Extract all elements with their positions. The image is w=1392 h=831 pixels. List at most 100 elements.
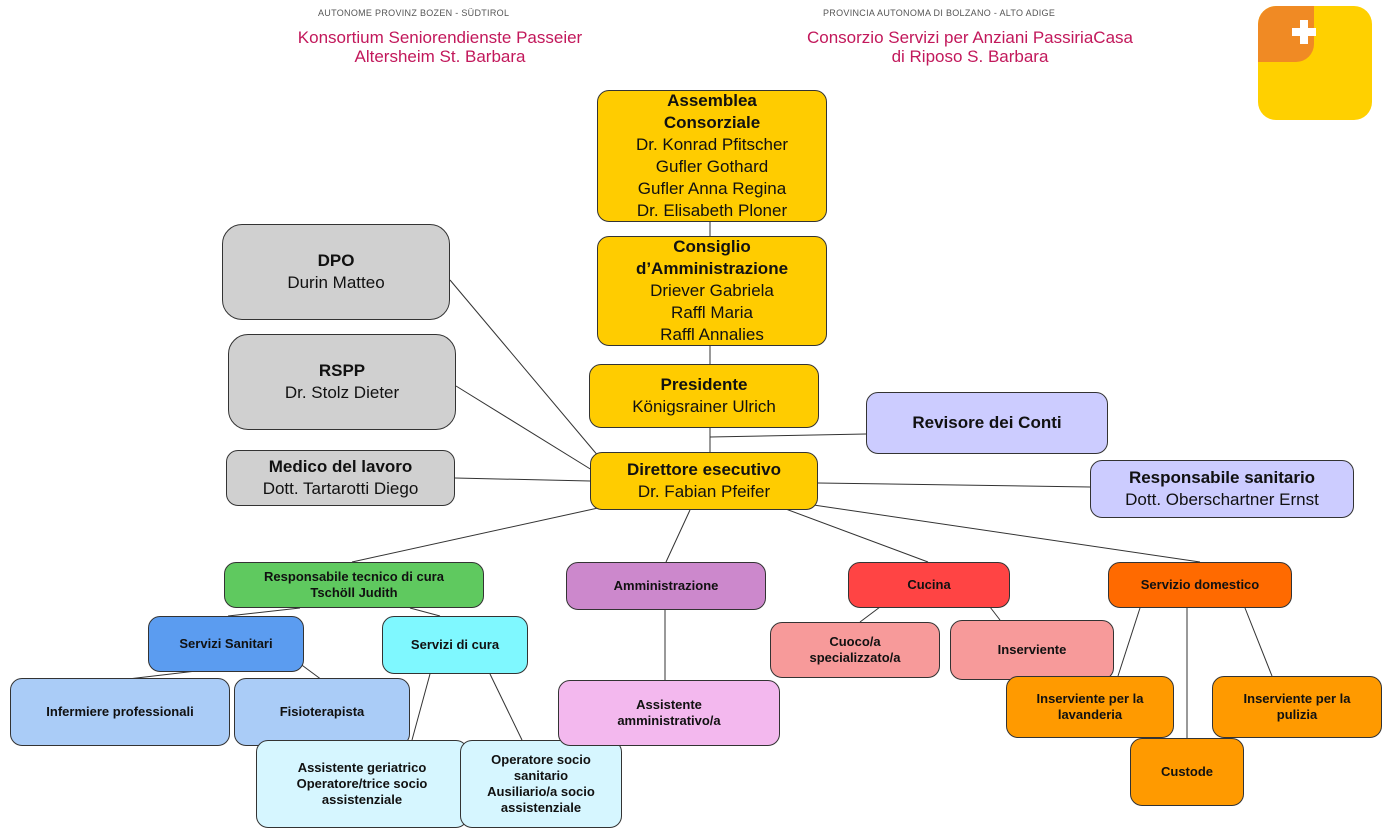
inserviente-lav-line: lavanderia — [1057, 707, 1123, 722]
node-inserviente-pulizia: Inserviente per la pulizia — [1212, 676, 1382, 738]
assemblea-member: Dr. Konrad Pfitscher — [635, 135, 789, 154]
presidente-title: Presidente — [660, 375, 748, 394]
infermiere-title: Infermiere professionali — [46, 704, 194, 719]
medico-title: Medico del lavoro — [268, 457, 413, 476]
header-right-line2: di Riposo S. Barbara — [891, 47, 1049, 66]
line-inserviente-lav — [1117, 607, 1141, 677]
assistente-amm-line: amministrativo/a — [617, 713, 721, 728]
resp-tecnico-name: Tschöll Judith — [310, 585, 398, 600]
node-custode: Custode — [1130, 738, 1244, 806]
node-presidente: Presidente Königsrainer Ulrich — [589, 364, 819, 428]
assistente-geriatrico-line: Operatore/trice socio — [296, 776, 428, 791]
line-servizi-sanitari — [227, 607, 301, 617]
node-revisore-conti: Revisore dei Conti — [866, 392, 1108, 454]
consiglio-member: Raffl Maria — [671, 303, 753, 322]
cucina-title: Cucina — [907, 577, 951, 592]
node-direttore-esecutivo: Direttore esecutivo Dr. Fabian Pfeifer — [590, 452, 818, 510]
node-infermiere-professionali: Infermiere professionali — [10, 678, 230, 746]
node-assistente-amministrativo: Assistente amministrativo/a — [558, 680, 780, 746]
servizi-sanitari-title: Servizi Sanitari — [179, 636, 273, 651]
line-resp-tecnico — [351, 507, 599, 563]
assistente-geriatrico-line: assistenziale — [321, 792, 403, 807]
resp-tecnico-title: Responsabile tecnico di cura — [264, 569, 444, 584]
inserviente-title: Inserviente — [997, 642, 1067, 657]
header-left-title: Konsortium Seniorendienste Passeier Alte… — [230, 28, 650, 66]
consiglio-title2: d’Amministrazione — [635, 259, 789, 278]
assemblea-title1: Assemblea — [667, 91, 757, 110]
inserviente-pul-line: Inserviente per la — [1243, 691, 1351, 706]
header-left-line2: Altersheim St. Barbara — [354, 47, 526, 66]
line-amministrazione — [665, 509, 691, 563]
node-servizi-sanitari: Servizi Sanitari — [148, 616, 304, 672]
node-consiglio-amministrazione: Consiglio d’Amministrazione Driever Gabr… — [597, 236, 827, 346]
line-dpo — [449, 279, 611, 471]
assistente-geriatrico-line: Assistente geriatrico — [297, 760, 427, 775]
rspp-title: RSPP — [318, 361, 366, 380]
header-right-small: PROVINCIA AUTONOMA DI BOLZANO - ALTO ADI… — [823, 8, 1056, 18]
servizio-domestico-title: Servizio domestico — [1140, 577, 1260, 592]
line-revisore — [709, 433, 867, 438]
header-right-title: Consorzio Servizi per Anziani PassiriaCa… — [750, 28, 1190, 66]
line-inserviente — [989, 606, 1001, 621]
line-inserviente-pul — [1244, 607, 1273, 677]
line-operatore-socio — [489, 673, 523, 741]
line-medico — [454, 477, 591, 482]
direttore-name: Dr. Fabian Pfeifer — [637, 482, 771, 501]
inserviente-lav-line: Inserviente per la — [1036, 691, 1144, 706]
node-assemblea-consorziale: Assemblea Consorziale Dr. Konrad Pfitsch… — [597, 90, 827, 222]
amministrazione-title: Amministrazione — [613, 578, 719, 593]
resp-sanitario-title: Responsabile sanitario — [1128, 468, 1316, 487]
operatore-socio-line: Ausiliario/a socio — [487, 784, 595, 799]
node-operatore-socio-sanitario: Operatore socio sanitario Ausiliario/a s… — [460, 740, 622, 828]
node-amministrazione: Amministrazione — [566, 562, 766, 610]
node-servizi-cura: Servizi di cura — [382, 616, 528, 674]
line-cucina — [774, 504, 929, 563]
assemblea-member: Gufler Gothard — [655, 157, 769, 176]
operatore-socio-line: sanitario — [513, 768, 569, 783]
operatore-socio-line: assistenziale — [500, 800, 582, 815]
assistente-amm-line: Assistente — [636, 697, 702, 712]
consiglio-member: Driever Gabriela — [650, 281, 774, 300]
line-rspp — [455, 385, 601, 476]
cuoco-line: specializzato/a — [809, 650, 901, 665]
presidente-name: Königsrainer Ulrich — [632, 397, 776, 416]
node-rspp: RSPP Dr. Stolz Dieter — [228, 334, 456, 430]
line-assistente-geriatrico — [411, 673, 431, 741]
operatore-socio-line: Operatore socio — [491, 752, 591, 767]
rspp-name: Dr. Stolz Dieter — [284, 383, 400, 402]
line-resp-sanitario — [817, 482, 1091, 488]
fisioterapista-title: Fisioterapista — [279, 704, 365, 719]
custode-title: Custode — [1161, 764, 1213, 779]
node-cuoco-specializzato: Cuoco/a specializzato/a — [770, 622, 940, 678]
node-responsabile-sanitario: Responsabile sanitario Dott. Oberschartn… — [1090, 460, 1354, 518]
consiglio-title1: Consiglio — [673, 237, 751, 256]
inserviente-pul-line: pulizia — [1276, 707, 1318, 722]
dpo-title: DPO — [317, 251, 355, 270]
node-inserviente: Inserviente — [950, 620, 1114, 680]
node-fisioterapista: Fisioterapista — [234, 678, 410, 746]
header-left-small: AUTONOME PROVINZ BOZEN - SÜDTIROL — [318, 8, 510, 18]
assemblea-member: Gufler Anna Regina — [637, 179, 787, 198]
node-cucina: Cucina — [848, 562, 1010, 608]
node-responsabile-tecnico: Responsabile tecnico di cura Tschöll Jud… — [224, 562, 484, 608]
header-right-line1: Consorzio Servizi per Anziani PassiriaCa… — [807, 28, 1133, 47]
revisore-title: Revisore dei Conti — [912, 413, 1062, 432]
node-inserviente-lavanderia: Inserviente per la lavanderia — [1006, 676, 1174, 738]
consiglio-member: Raffl Annalies — [660, 325, 764, 344]
line-cuoco — [859, 606, 881, 623]
resp-sanitario-name: Dott. Oberschartner Ernst — [1125, 490, 1319, 509]
assemblea-member: Dr. Elisabeth Ploner — [636, 201, 788, 220]
node-assistente-geriatrico: Assistente geriatrico Operatore/trice so… — [256, 740, 468, 828]
cuoco-line: Cuoco/a — [829, 634, 881, 649]
logo — [1258, 6, 1372, 120]
assemblea-title2: Consorziale — [663, 113, 761, 132]
medico-name: Dott. Tartarotti Diego — [262, 479, 419, 498]
header-left-line1: Konsortium Seniorendienste Passeier — [297, 28, 583, 47]
dpo-name: Durin Matteo — [287, 273, 385, 292]
line-servizi-cura — [409, 607, 441, 617]
servizi-cura-title: Servizi di cura — [410, 637, 500, 652]
node-dpo: DPO Durin Matteo — [222, 224, 450, 320]
direttore-title: Direttore esecutivo — [627, 460, 781, 479]
line-servizio — [799, 502, 1201, 563]
